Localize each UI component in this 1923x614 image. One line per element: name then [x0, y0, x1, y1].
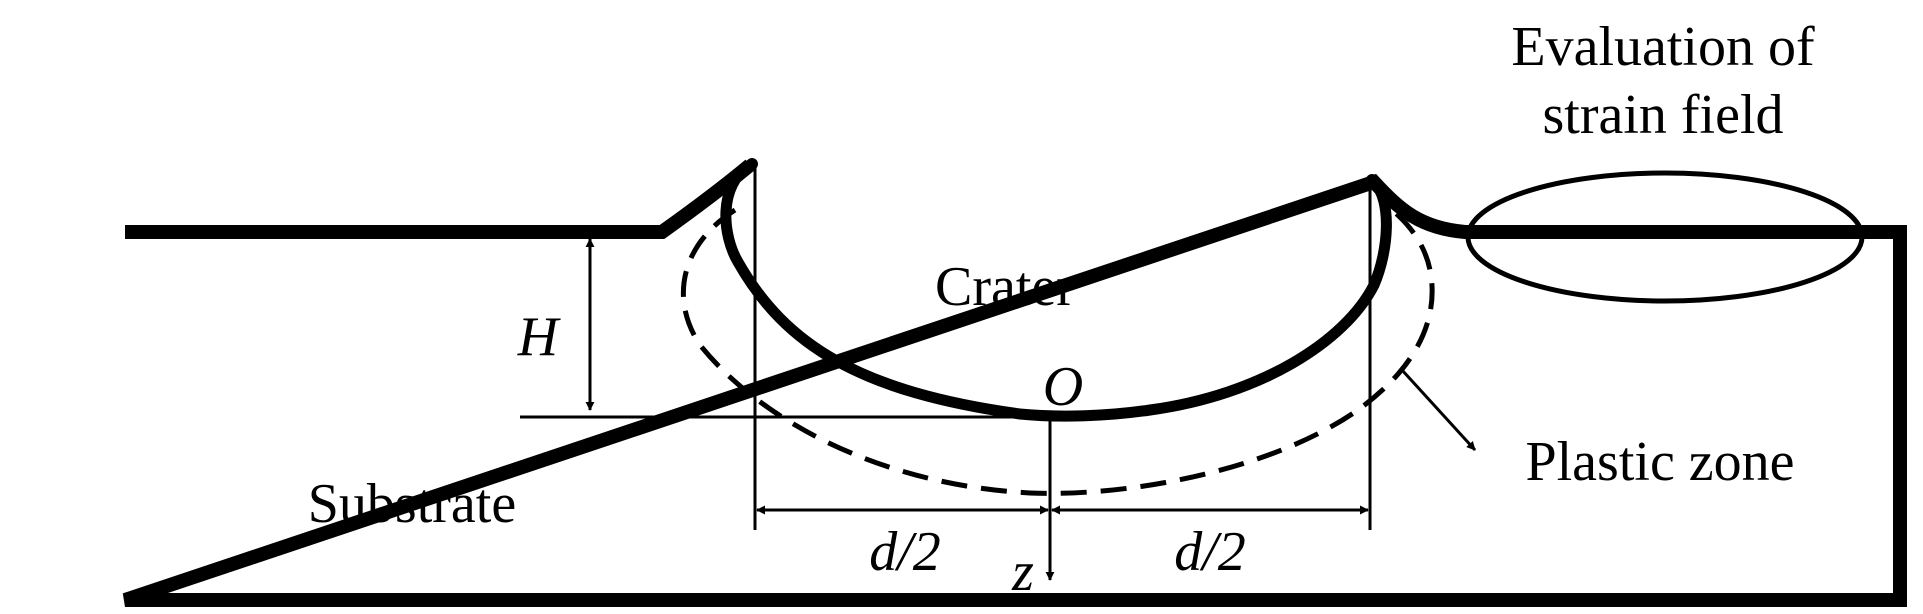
depth-label: H: [517, 306, 561, 368]
left-half-diameter-label: d/2: [869, 521, 941, 583]
plastic-zone-boundary: [680, 207, 1435, 496]
plastic-zone-label: Plastic zone: [1525, 431, 1794, 493]
z-axis-label: z: [1011, 541, 1034, 603]
right-rim-tip: [1366, 174, 1378, 186]
plastic-zone-leader: [1400, 368, 1477, 452]
substrate-label: Substrate: [308, 473, 516, 535]
strain-field-ellipse: [1465, 170, 1865, 304]
evaluation-label-line1: Evaluation of: [1511, 16, 1815, 78]
evaluation-label-line2: strain field: [1542, 84, 1783, 146]
crater-profile: [720, 159, 1392, 422]
crater-label: Crater: [935, 256, 1075, 318]
right-half-diameter-label: d/2: [1174, 521, 1246, 583]
origin-label: O: [1043, 356, 1083, 418]
